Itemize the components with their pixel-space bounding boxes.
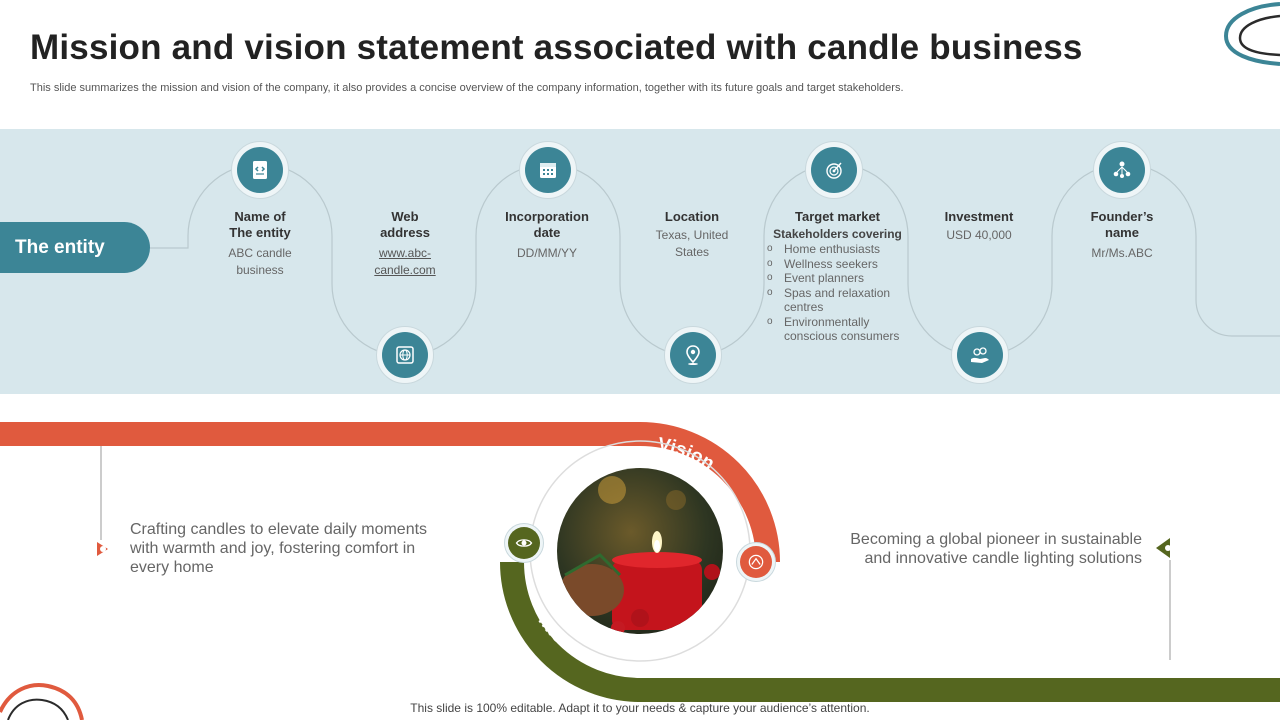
list-item: Event planners bbox=[765, 271, 910, 286]
info-heading: Location bbox=[664, 209, 720, 224]
svg-text:Mission: Mission bbox=[534, 611, 598, 670]
list-item: Spas and relaxation centres bbox=[765, 286, 910, 315]
eye-icon bbox=[515, 539, 533, 547]
mission-label: Mission bbox=[534, 611, 598, 670]
list-item: Wellness seekers bbox=[765, 257, 910, 272]
globe-icon bbox=[396, 346, 414, 364]
team-network-icon bbox=[1113, 161, 1131, 178]
col-icon-investment bbox=[951, 326, 1009, 384]
footer-note: This slide is 100% editable. Adapt it to… bbox=[410, 701, 870, 715]
col-icon-entity bbox=[231, 141, 289, 199]
target-circle-icon bbox=[748, 554, 764, 570]
info-heading: date bbox=[533, 225, 561, 240]
candle-photo bbox=[557, 468, 723, 634]
svg-text:Vision: Vision bbox=[656, 434, 718, 475]
col-icon-founder bbox=[1093, 141, 1151, 199]
col-icon-location bbox=[664, 326, 722, 384]
document-code-icon bbox=[253, 161, 267, 179]
info-value: USD 40,000 bbox=[946, 228, 1012, 242]
entity-pill: The entity bbox=[0, 222, 150, 273]
info-heading: Investment bbox=[944, 209, 1014, 224]
info-founders-name: Founder’s name Mr/Ms.ABC bbox=[1057, 209, 1187, 262]
info-incorporation-date: Incorporation date DD/MM/YY bbox=[482, 209, 612, 262]
info-target-market: Target market Stakeholders covering Home… bbox=[765, 209, 910, 344]
vision-statement: Becoming a global pioneer in sustainable… bbox=[850, 531, 1142, 567]
col-icon-target bbox=[805, 141, 863, 199]
money-hand-icon bbox=[971, 347, 989, 363]
info-heading: Founder’s bbox=[1090, 209, 1154, 224]
vision-pointer bbox=[1156, 538, 1170, 558]
info-investment: Investment USD 40,000 bbox=[914, 209, 1044, 244]
mission-statement: Crafting candles to elevate daily moment… bbox=[130, 521, 428, 576]
info-heading: Incorporation bbox=[505, 209, 589, 224]
info-heading: Name of bbox=[234, 209, 286, 224]
calendar-icon bbox=[540, 163, 556, 178]
col-icon-web bbox=[376, 326, 434, 384]
list-item: Home enthusiasts bbox=[765, 242, 910, 257]
vision-icon-badge bbox=[736, 542, 776, 582]
website-link[interactable]: www.abc-candle.com bbox=[374, 246, 436, 277]
page-subtitle: This slide summarizes the mission and vi… bbox=[30, 82, 904, 94]
info-heading: Target market bbox=[794, 209, 880, 224]
info-heading: name bbox=[1105, 225, 1139, 240]
info-heading: address bbox=[380, 225, 430, 240]
col-icon-date bbox=[519, 141, 577, 199]
info-web-address: Web address www.abc-candle.com bbox=[340, 209, 470, 279]
vision-label: Vision bbox=[656, 434, 718, 475]
stakeholder-list: Home enthusiasts Wellness seekers Event … bbox=[765, 242, 910, 344]
target-icon bbox=[826, 162, 842, 179]
info-heading: The entity bbox=[229, 225, 291, 240]
page-title: Mission and vision statement associated … bbox=[30, 28, 1083, 67]
mission-pointer bbox=[97, 542, 108, 556]
list-item: Environmentally conscious consumers bbox=[765, 315, 910, 344]
mission-icon-badge bbox=[504, 523, 544, 563]
info-value: DD/MM/YY bbox=[517, 246, 577, 260]
info-heading: Web bbox=[391, 209, 419, 224]
info-subheading: Stakeholders covering bbox=[773, 227, 902, 241]
corner-swirl-top bbox=[1223, 2, 1280, 66]
location-pin-icon bbox=[686, 345, 700, 365]
info-value: Mr/Ms.ABC bbox=[1091, 246, 1153, 260]
